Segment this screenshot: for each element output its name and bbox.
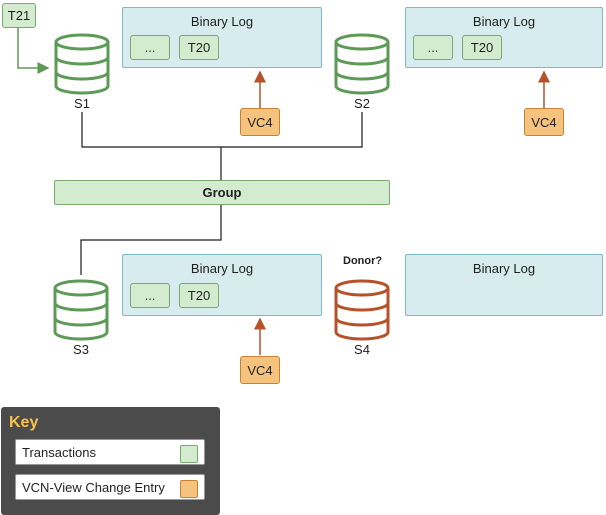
binary-log-s3: Binary Log ... T20	[122, 254, 322, 316]
t21-to-s1-arrow	[17, 28, 50, 74]
transaction-swatch	[180, 445, 198, 463]
key-item-label: Transactions	[22, 444, 96, 460]
key-panel: Key Transactions VCN-View Change Entry	[1, 407, 220, 515]
binary-log-title: Binary Log	[472, 14, 536, 29]
binary-log-s2: Binary Log ... T20	[405, 7, 603, 68]
server-label-s4: S4	[354, 342, 370, 357]
database-icon-s2	[334, 33, 390, 95]
group-bar: Group	[54, 180, 390, 205]
binary-log-s1: Binary Log ... T20	[122, 7, 322, 68]
key-item-transactions: Transactions	[15, 439, 205, 465]
transaction-entry: ...	[130, 283, 170, 308]
transaction-entry: T20	[179, 35, 219, 60]
view-change-entry: VC4	[240, 108, 280, 136]
server-label-s1: S1	[74, 96, 90, 111]
vcn-change-swatch	[180, 480, 198, 498]
database-icon-s4	[334, 279, 390, 341]
key-title: Key	[9, 414, 39, 431]
s1-s2-group-connector	[81, 112, 363, 180]
transaction-entry: ...	[130, 35, 170, 60]
transaction-entry: ...	[413, 35, 453, 60]
database-icon-s1	[54, 33, 110, 95]
database-icon-s3	[53, 279, 109, 341]
transaction-entry: T20	[179, 283, 219, 308]
key-item-vcn-change: VCN-View Change Entry	[15, 474, 205, 500]
view-change-entry: VC4	[240, 356, 280, 384]
donor-question-label: Donor?	[343, 255, 383, 267]
incoming-transaction-t21: T21	[2, 3, 36, 28]
server-label-s3: S3	[73, 342, 89, 357]
binary-log-title: Binary Log	[472, 261, 536, 276]
view-change-entry: VC4	[524, 108, 564, 136]
group-s3-connector	[80, 205, 222, 275]
server-label-s2: S2	[354, 96, 370, 111]
transaction-entry: T20	[462, 35, 502, 60]
key-item-label: VCN-View Change Entry	[22, 479, 165, 495]
binary-log-title: Binary Log	[190, 261, 254, 276]
binary-log-s4: Binary Log	[405, 254, 603, 316]
binary-log-title: Binary Log	[190, 14, 254, 29]
